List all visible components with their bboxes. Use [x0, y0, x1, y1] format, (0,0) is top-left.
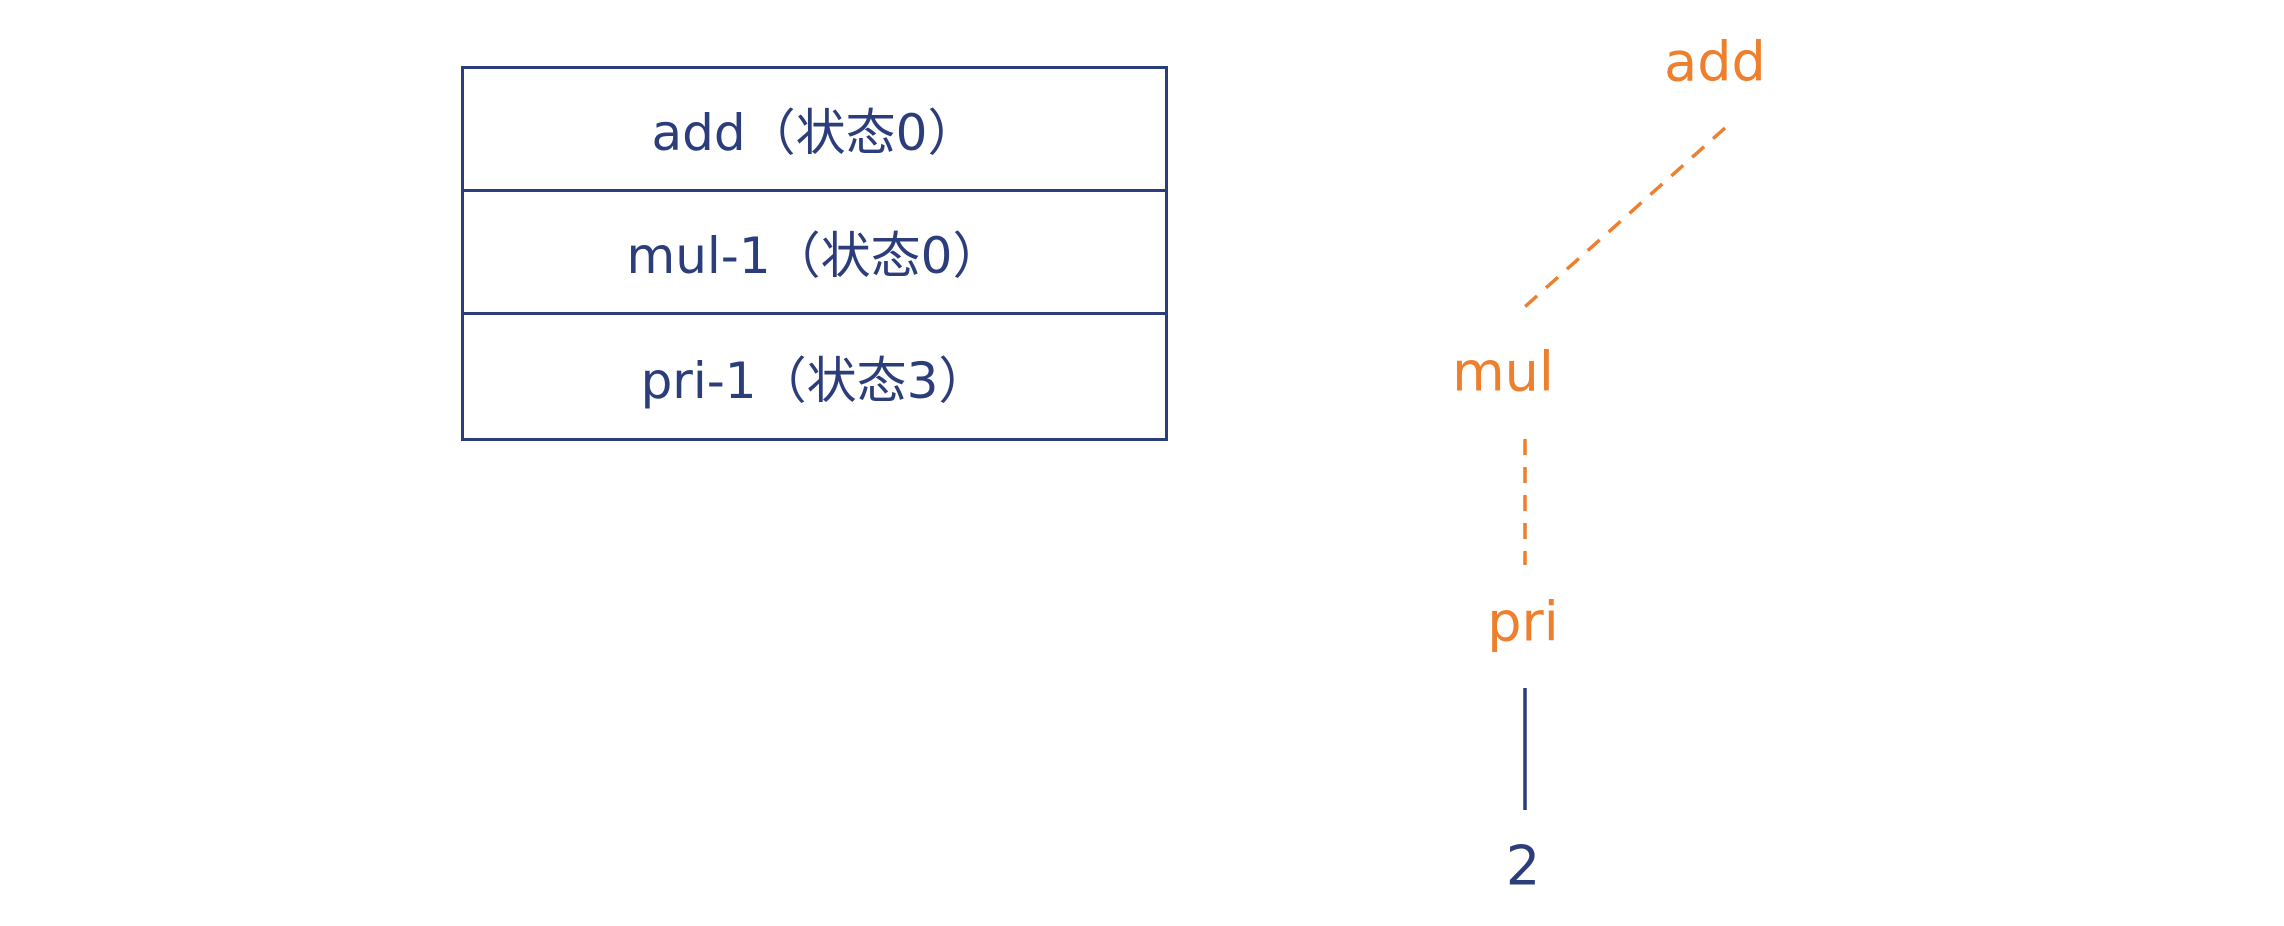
- stack-row-pri: pri-1（状态3）: [640, 351, 989, 410]
- stack-row-mul: mul-1（状态0）: [464, 192, 1165, 315]
- tree-leaf-2: 2: [1505, 834, 1541, 898]
- stack-row-add: add（状态0）: [464, 69, 1165, 192]
- tree-node-add: add: [1664, 30, 1766, 94]
- parse-stack-table: add（状态0） mul-1（状态0） pri-1（状态3）: [461, 66, 1168, 441]
- tree-node-pri: pri: [1487, 590, 1559, 654]
- edge-add-mul: [1517, 126, 1727, 314]
- tree-node-mul: mul: [1452, 340, 1554, 404]
